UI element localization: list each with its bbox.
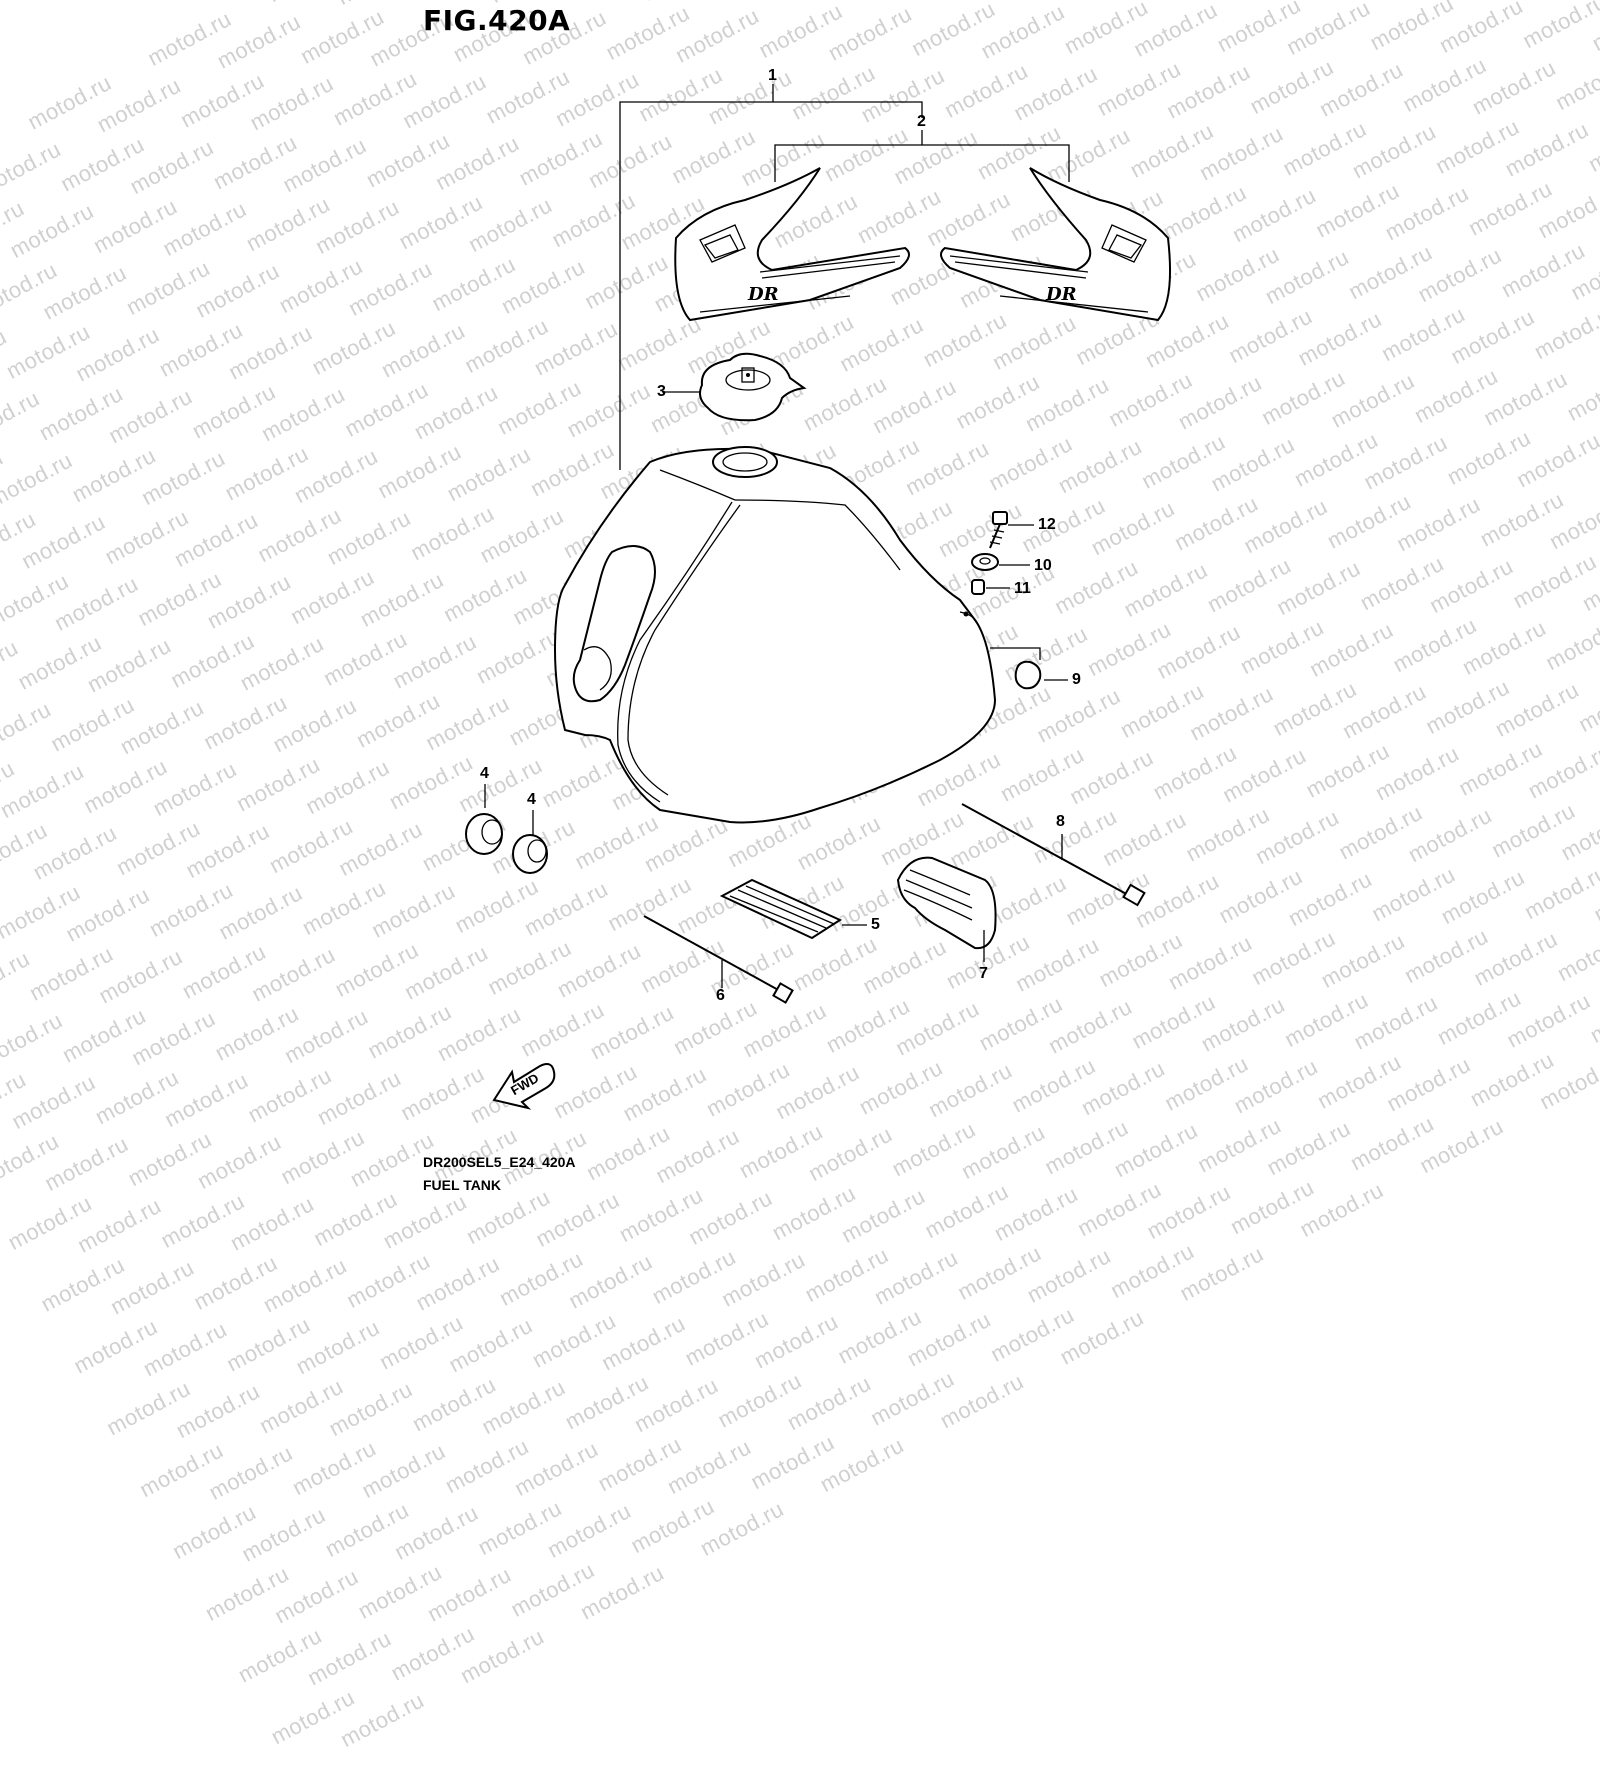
right-tank-decal: DR: [940, 167, 1172, 322]
tie-band-8: [961, 803, 1146, 907]
right-decal-logo-text: DR: [1045, 284, 1077, 305]
figure-name: FUEL TANK: [423, 1177, 502, 1193]
tank-cushion: [1014, 660, 1068, 690]
callout-7: 7: [979, 965, 988, 982]
rubber-washer: [971, 553, 1030, 571]
callout-11: 11: [1014, 580, 1031, 597]
mounting-bolt: [989, 511, 1034, 549]
left-tank-decal: DR: [674, 167, 910, 322]
callout-12: 12: [1038, 516, 1056, 533]
spacer-collar: [971, 579, 1010, 595]
callout-4-right: 4: [527, 791, 536, 808]
callout-2: 2: [917, 113, 926, 130]
callout-6: 6: [716, 987, 725, 1004]
callout-8: 8: [1056, 813, 1065, 830]
callout-4-left: 4: [480, 765, 489, 782]
left-decal-logo-text: DR: [747, 284, 779, 305]
tie-band-6: [643, 915, 794, 1004]
rubber-pad: [719, 878, 867, 940]
callout-3: 3: [657, 383, 666, 400]
callout-1: 1: [768, 67, 777, 84]
drawing-code: DR200SEL5_E24_420A: [423, 1154, 576, 1170]
fuel-cap: [662, 352, 807, 422]
forward-direction-arrow: FWD: [492, 1063, 556, 1110]
round-cushion-left: [465, 784, 503, 855]
tank-cover: [896, 856, 997, 962]
round-cushion-right: [512, 810, 548, 874]
callout-1-bracket: [619, 84, 923, 470]
callout-2-bracket: [774, 130, 1070, 182]
callout-9: 9: [1072, 671, 1081, 688]
callout-5: 5: [871, 916, 880, 933]
callout-10: 10: [1034, 557, 1052, 574]
fuel-tank: [553, 446, 1041, 824]
exploded-view-drawing: DR DR: [465, 84, 1172, 1110]
figure-title: FIG.420A: [423, 4, 571, 37]
